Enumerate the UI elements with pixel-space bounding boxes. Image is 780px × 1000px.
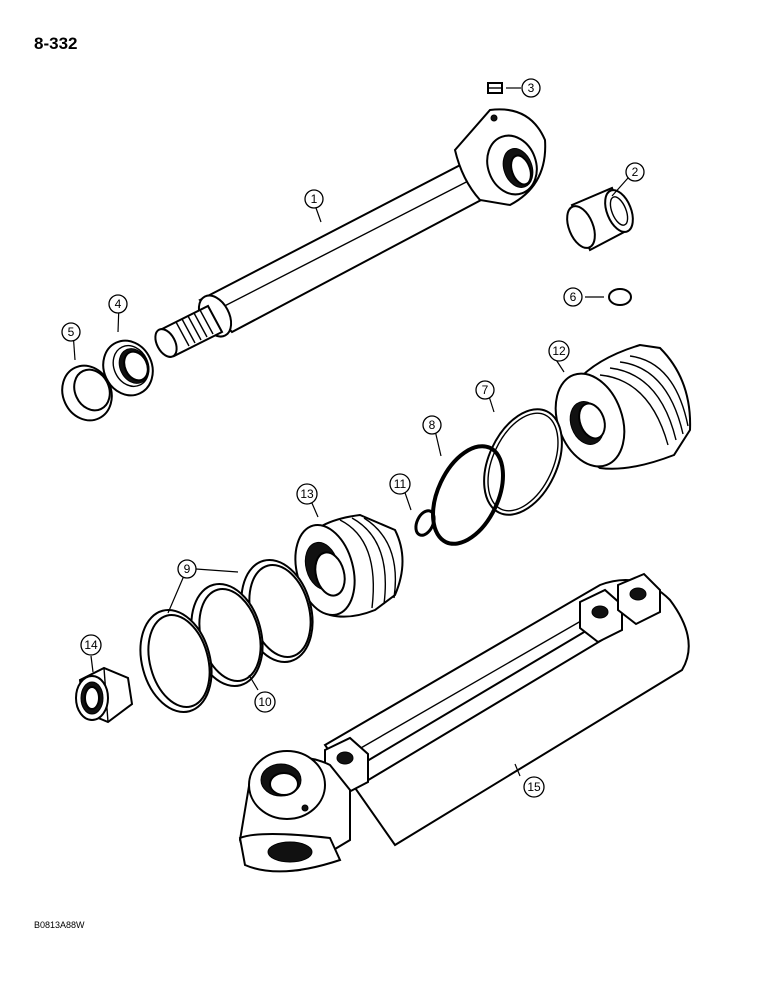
nut-part [75, 666, 134, 724]
callout-11-label: 11 [394, 477, 407, 491]
plug-part [608, 288, 632, 306]
callout-14: 14 [80, 634, 102, 656]
wiper-seal-part [102, 339, 154, 397]
callout-13-label: 13 [300, 487, 314, 501]
callout-9-label: 9 [184, 562, 191, 576]
callout-8-label: 8 [429, 418, 436, 432]
page-number: 8-332 [34, 34, 78, 53]
rod-seal-part [61, 364, 113, 422]
o-ring-small-part [414, 509, 436, 537]
callout-1-label: 1 [311, 192, 318, 206]
callout-14-label: 14 [84, 638, 98, 652]
bushing-part [566, 186, 634, 252]
callout-10-label: 10 [258, 695, 272, 709]
callout-2: 2 [625, 162, 645, 182]
callout-2-label: 2 [632, 165, 639, 179]
callout-15: 15 [523, 776, 545, 798]
callout-7: 7 [475, 380, 495, 400]
callout-8: 8 [422, 415, 442, 435]
callout-5: 5 [61, 322, 81, 342]
callout-3: 3 [521, 78, 541, 98]
gland-part [554, 343, 692, 470]
callout-12-label: 12 [552, 344, 566, 358]
callout-15-label: 15 [527, 780, 541, 794]
cylinder-barrel-part [238, 572, 690, 873]
piston-part [294, 513, 404, 618]
callout-6: 6 [563, 287, 583, 307]
callout-5-label: 5 [68, 325, 75, 339]
callout-1: 1 [304, 189, 324, 209]
figure-code: B0813A88W [34, 920, 85, 930]
callout-9: 9 [177, 559, 197, 579]
o-ring-large-part [431, 444, 505, 546]
callout-13: 13 [296, 483, 318, 505]
callout-4: 4 [108, 294, 128, 314]
piston-ring-front-part [139, 609, 213, 713]
grease-fitting-part [487, 82, 503, 94]
callout-6-label: 6 [570, 290, 577, 304]
callout-7-label: 7 [482, 383, 489, 397]
callout-3-label: 3 [528, 81, 535, 95]
callout-11: 11 [389, 473, 411, 495]
callout-10: 10 [254, 691, 276, 713]
cylinder-rod [154, 108, 547, 358]
callout-4-label: 4 [115, 297, 122, 311]
callout-12: 12 [548, 340, 570, 362]
